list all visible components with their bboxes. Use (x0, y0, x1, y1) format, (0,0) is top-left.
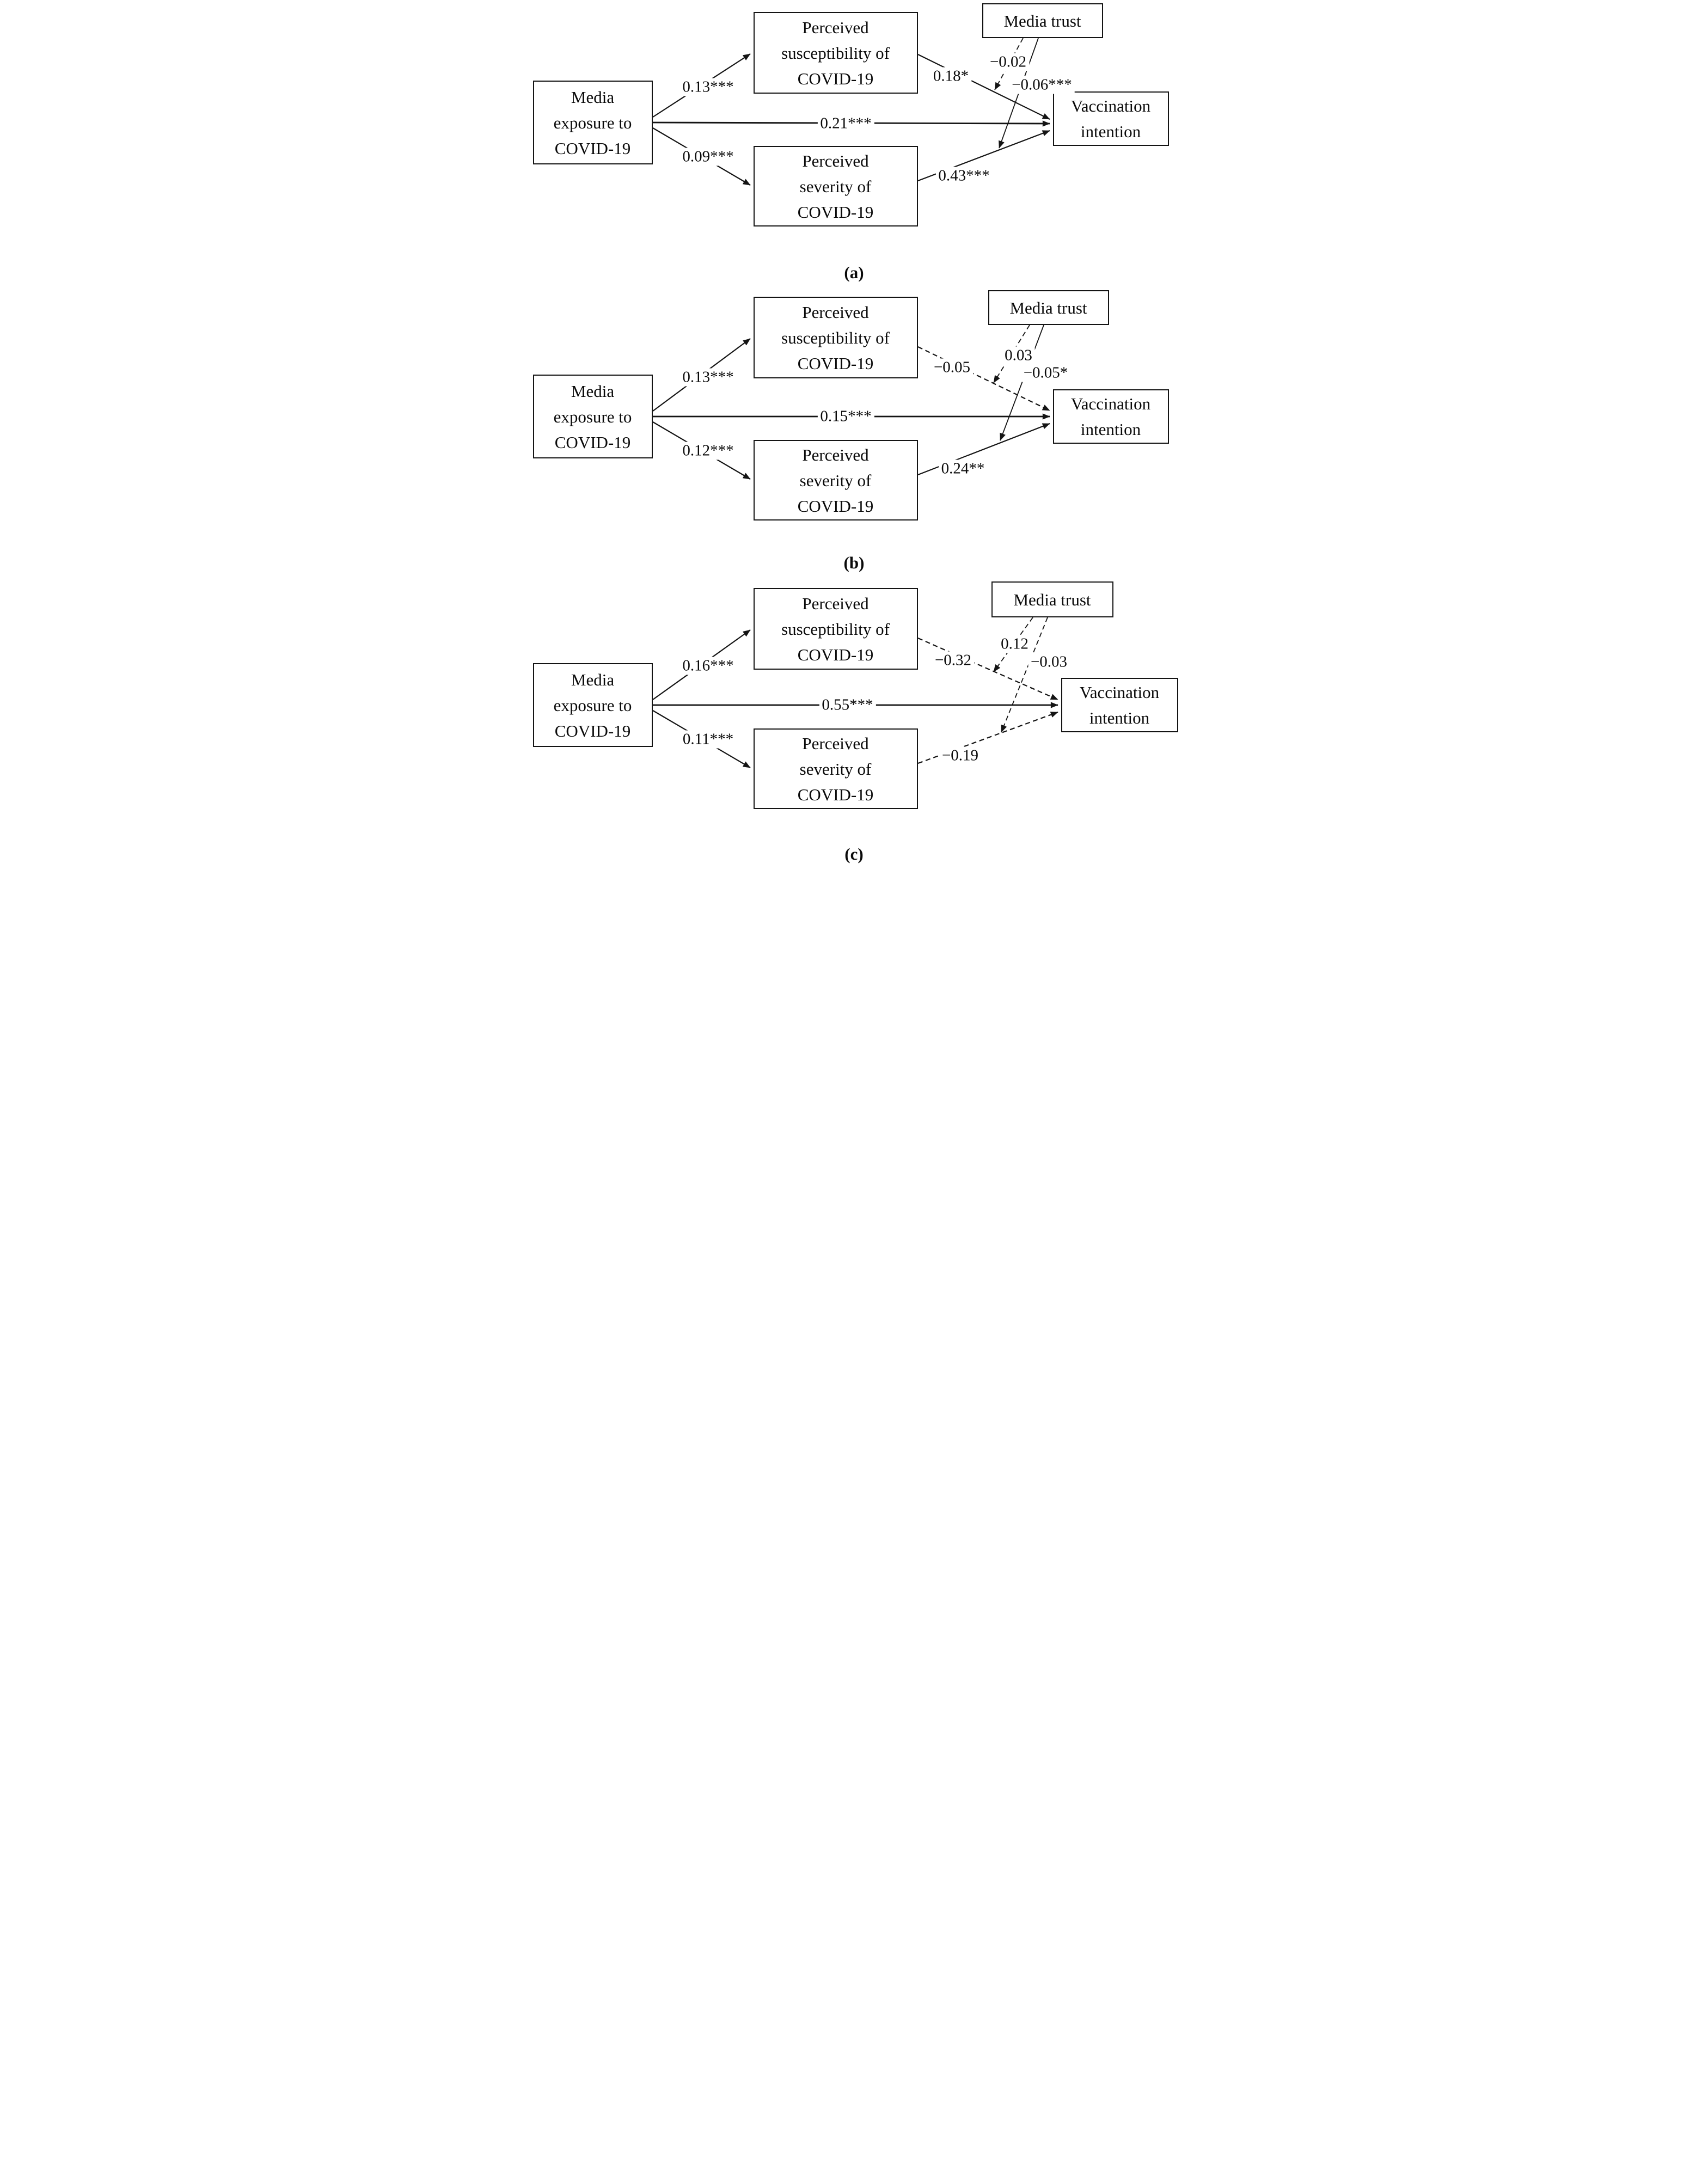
coef-exposure-vaccination: 0.21*** (817, 114, 874, 133)
box-media-exposure-line1: Media (571, 87, 615, 107)
box-perceived-susceptibility-line1: Perceived (802, 17, 869, 37)
path-trust-moderates-susceptibility (994, 38, 1024, 90)
box-vaccination-intention: Vaccination intention (1061, 678, 1178, 732)
box-media-exposure: Media exposure to COVID-19 (532, 81, 653, 164)
box-perceived-susceptibility: Perceived susceptibility of COVID-19 (753, 588, 918, 670)
box-perceived-susceptibility-line2: susceptibility of (781, 328, 890, 347)
coef-exposure-severity: 0.11*** (679, 730, 737, 749)
coef-trust-mod-susceptibility: −0.02 (987, 53, 1030, 71)
box-perceived-severity-line2: severity of (799, 759, 872, 779)
box-vaccination-intention-line1: Vaccination (1070, 394, 1151, 413)
box-vaccination-intention: Vaccination intention (1052, 91, 1169, 146)
box-media-trust-line1: Media trust (1013, 590, 1091, 609)
box-media-trust: Media trust (988, 290, 1109, 325)
coef-exposure-susceptibility: 0.16*** (679, 657, 737, 675)
coef-trust-mod-susceptibility: 0.12 (998, 635, 1031, 653)
box-vaccination-intention-line2: intention (1080, 122, 1141, 141)
coef-trust-mod-severity: −0.06*** (1009, 76, 1075, 94)
panel-a: Media exposure to COVID-19 Perceived sus… (517, 0, 1192, 286)
box-perceived-severity-line1: Perceived (802, 445, 869, 464)
coef-exposure-severity: 0.09*** (679, 148, 737, 166)
box-media-exposure-line1: Media (571, 381, 615, 401)
box-media-trust: Media trust (982, 3, 1103, 38)
box-perceived-susceptibility-line1: Perceived (802, 593, 869, 613)
box-media-exposure-line3: COVID-19 (554, 432, 631, 452)
coef-exposure-vaccination: 0.55*** (819, 696, 876, 714)
box-media-exposure-line3: COVID-19 (554, 721, 631, 740)
coef-trust-mod-severity: −0.05* (1020, 364, 1071, 382)
box-perceived-severity-line1: Perceived (802, 733, 869, 753)
coef-exposure-vaccination: 0.15*** (817, 407, 874, 426)
coef-susceptibility-vaccination: −0.05 (930, 358, 974, 377)
coef-severity-vaccination: −0.19 (939, 746, 982, 765)
box-perceived-severity-line2: severity of (799, 470, 872, 490)
box-perceived-susceptibility-line3: COVID-19 (797, 353, 874, 373)
box-media-exposure-line3: COVID-19 (554, 138, 631, 158)
box-vaccination-intention: Vaccination intention (1052, 389, 1169, 444)
coef-severity-vaccination: 0.24** (938, 460, 988, 478)
box-media-exposure-line1: Media (571, 670, 615, 689)
caption-c: (c) (844, 844, 864, 863)
box-perceived-susceptibility-line1: Perceived (802, 302, 869, 322)
coef-exposure-severity: 0.12*** (679, 442, 737, 460)
coef-susceptibility-vaccination: 0.18* (930, 67, 972, 85)
box-media-exposure-line2: exposure to (553, 695, 632, 715)
box-perceived-severity-line1: Perceived (802, 151, 869, 170)
path-trust-moderates-severity (999, 324, 1044, 441)
caption-b: (b) (843, 553, 865, 572)
path-model-figure: Media exposure to COVID-19 Perceived sus… (516, 0, 1192, 867)
box-media-exposure-line2: exposure to (553, 407, 632, 426)
box-perceived-severity-line3: COVID-19 (797, 496, 874, 516)
coef-exposure-susceptibility: 0.13*** (679, 368, 737, 387)
coef-trust-mod-susceptibility: 0.03 (1002, 346, 1035, 365)
box-media-trust-line1: Media trust (1003, 11, 1081, 30)
box-perceived-susceptibility-line3: COVID-19 (797, 69, 874, 88)
box-media-trust: Media trust (991, 581, 1113, 617)
box-vaccination-intention-line2: intention (1080, 420, 1141, 439)
path-susceptibility-to-vaccination (917, 637, 1058, 701)
path-susceptibility-to-vaccination (917, 54, 1050, 120)
box-perceived-severity-line3: COVID-19 (797, 785, 874, 804)
box-perceived-severity-line3: COVID-19 (797, 202, 874, 222)
coef-trust-mod-severity: −0.03 (1027, 653, 1070, 671)
box-perceived-severity: Perceived severity of COVID-19 (753, 728, 918, 809)
box-vaccination-intention-line1: Vaccination (1079, 683, 1160, 702)
box-perceived-severity: Perceived severity of COVID-19 (753, 146, 918, 226)
box-perceived-severity-line2: severity of (799, 176, 872, 196)
box-media-trust-line1: Media trust (1009, 298, 1087, 317)
panel-c: Media exposure to COVID-19 Perceived sus… (517, 576, 1192, 867)
path-trust-moderates-severity (1000, 617, 1048, 733)
caption-a: (a) (844, 263, 864, 282)
coef-exposure-susceptibility: 0.13*** (679, 78, 737, 96)
panel-b: Media exposure to COVID-19 Perceived sus… (517, 286, 1192, 576)
box-vaccination-intention-line1: Vaccination (1070, 96, 1151, 115)
box-perceived-susceptibility-line2: susceptibility of (781, 43, 890, 63)
box-perceived-susceptibility: Perceived susceptibility of COVID-19 (753, 12, 918, 94)
box-perceived-susceptibility: Perceived susceptibility of COVID-19 (753, 297, 918, 378)
box-perceived-severity: Perceived severity of COVID-19 (753, 440, 918, 520)
box-media-exposure-line2: exposure to (553, 113, 632, 132)
box-media-exposure: Media exposure to COVID-19 (532, 663, 653, 747)
coef-severity-vaccination: 0.43*** (935, 167, 993, 185)
box-perceived-susceptibility-line3: COVID-19 (797, 645, 874, 664)
box-vaccination-intention-line2: intention (1089, 708, 1150, 727)
box-perceived-susceptibility-line2: susceptibility of (781, 619, 890, 639)
coef-susceptibility-vaccination: −0.32 (932, 651, 975, 670)
box-media-exposure: Media exposure to COVID-19 (532, 375, 653, 458)
